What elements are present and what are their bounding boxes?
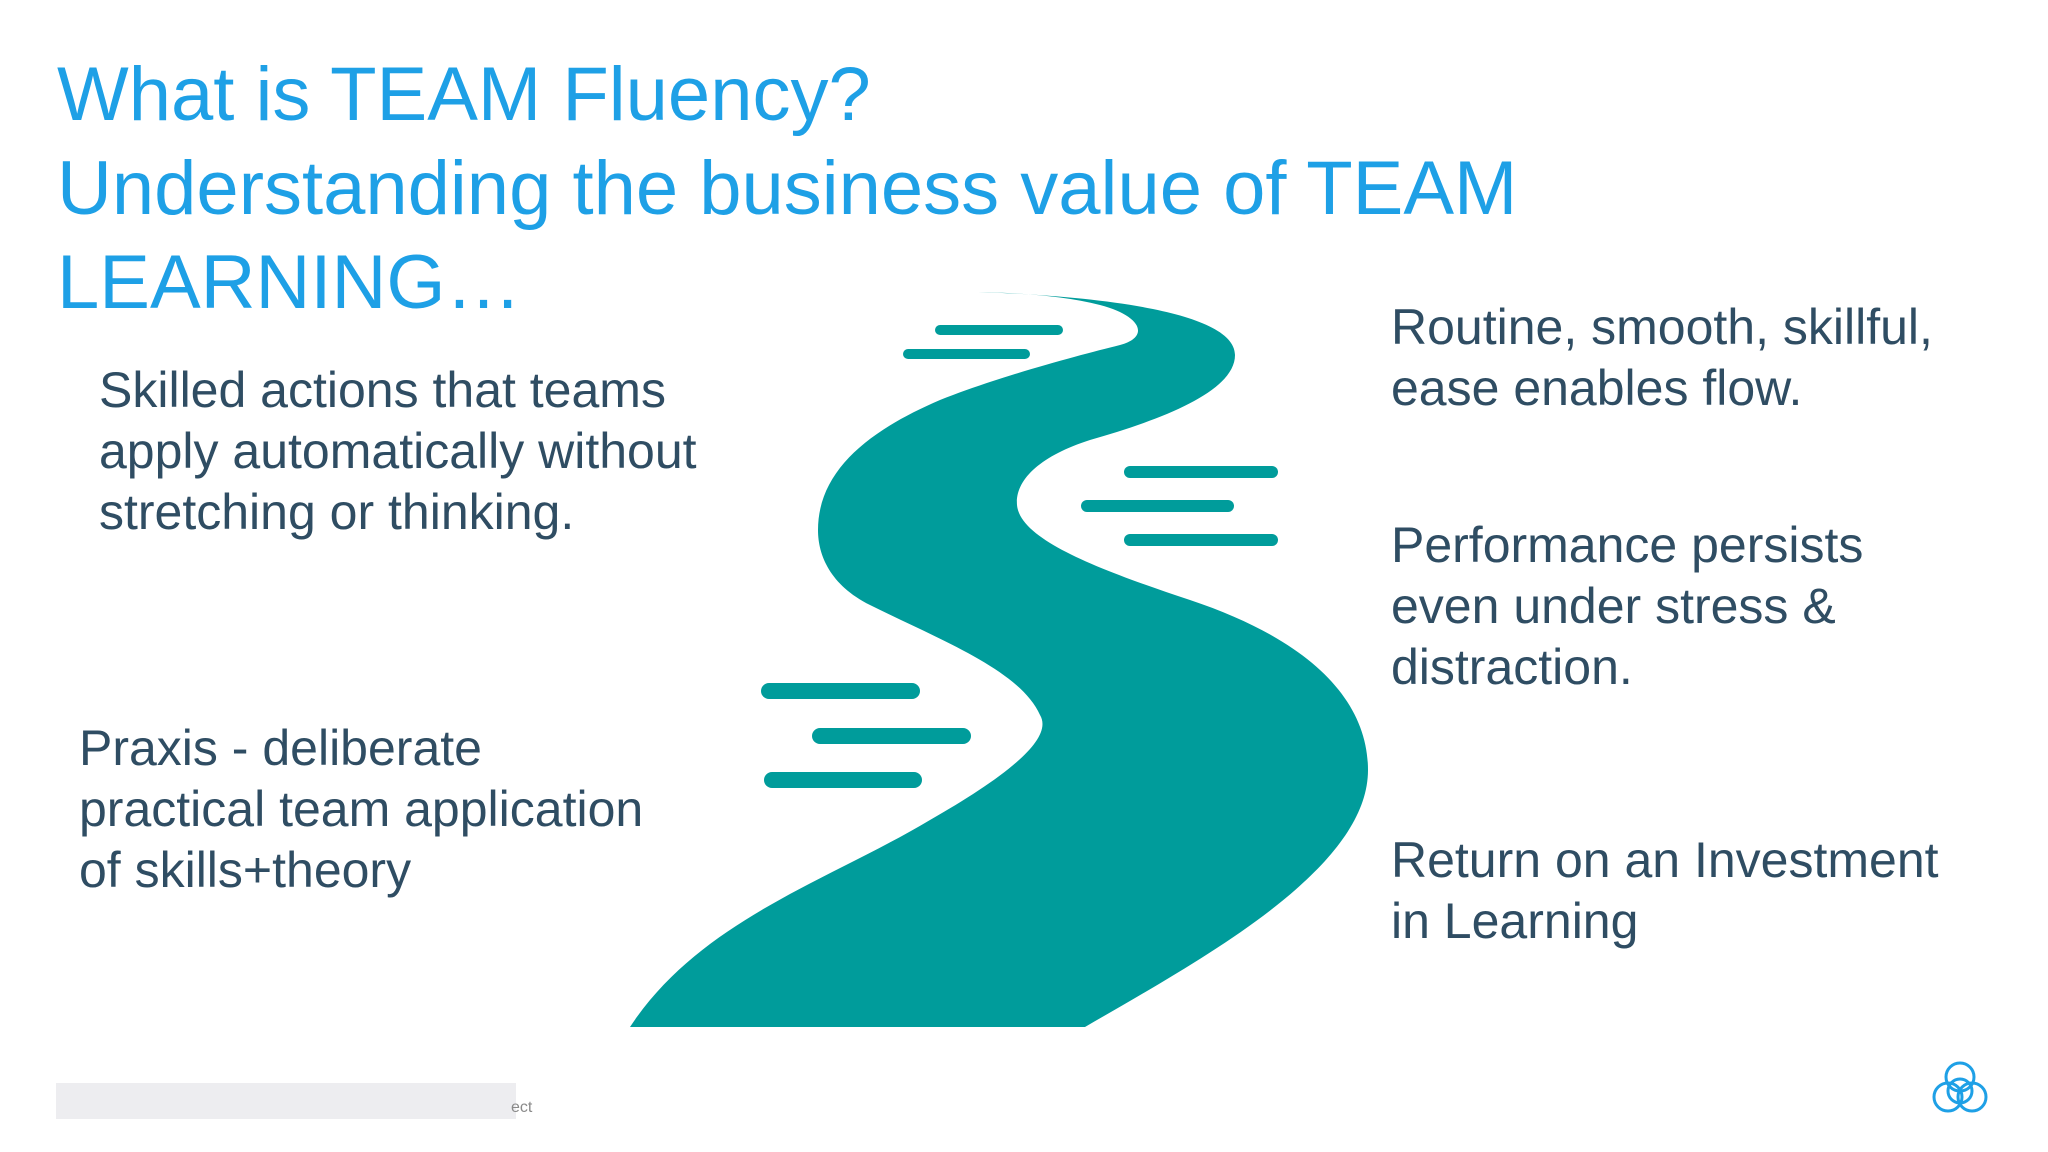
slide-title: What is TEAM Fluency? Understanding the … xyxy=(57,48,1517,330)
text-line: in Learning xyxy=(1391,893,1639,949)
text-line: stretching or thinking. xyxy=(99,484,575,540)
text-line: Skilled actions that teams xyxy=(99,362,666,418)
title-line-2: Understanding the business value of TEAM xyxy=(57,146,1518,231)
text-line: ease enables flow. xyxy=(1391,360,1803,416)
left-text-praxis: Praxis - deliberate practical team appli… xyxy=(79,718,643,901)
text-line: Return on an Investment xyxy=(1391,832,1939,888)
text-line: distraction. xyxy=(1391,639,1633,695)
right-text-routine: Routine, smooth, skillful, ease enables … xyxy=(1391,297,1933,419)
motion-lines xyxy=(761,325,1278,788)
text-line: practical team application xyxy=(79,781,644,837)
title-line-3: LEARNING… xyxy=(57,240,522,325)
road-shape xyxy=(630,292,1368,1027)
text-line: Routine, smooth, skillful, xyxy=(1391,299,1933,355)
text-line: of skills+theory xyxy=(79,842,412,898)
right-text-roi: Return on an Investment in Learning xyxy=(1391,830,1939,952)
text-line: Praxis - deliberate xyxy=(79,720,482,776)
right-text-performance: Performance persists even under stress &… xyxy=(1391,515,1863,698)
brand-logo-icon xyxy=(1932,1061,1988,1113)
footer-redaction-bar xyxy=(56,1083,516,1119)
text-line: even under stress & xyxy=(1391,578,1836,634)
footer-text: ect xyxy=(511,1099,533,1116)
title-line-1: What is TEAM Fluency? xyxy=(57,52,871,137)
left-text-skilled-actions: Skilled actions that teams apply automat… xyxy=(99,360,697,543)
text-line: Performance persists xyxy=(1391,517,1864,573)
text-line: apply automatically without xyxy=(99,423,697,479)
